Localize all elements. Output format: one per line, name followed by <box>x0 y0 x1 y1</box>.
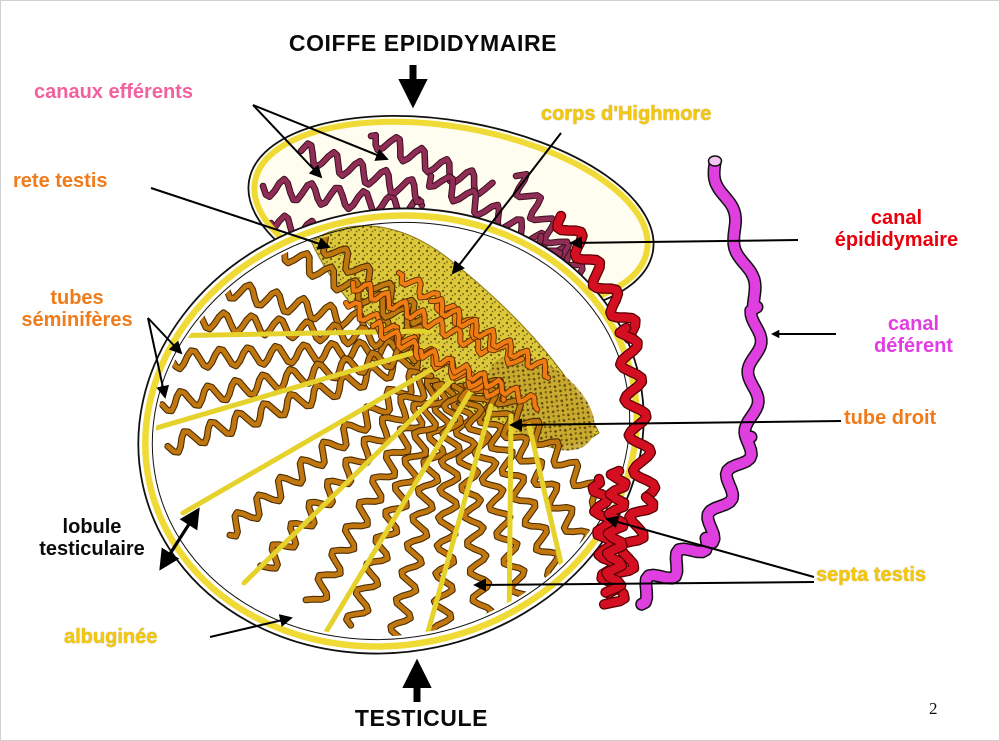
double-arrow-icon <box>159 507 200 571</box>
page-number: 2 <box>929 699 938 718</box>
rete-testis-tubules <box>343 270 552 413</box>
label-canal-epididymaire: canal épididymaire <box>834 207 959 252</box>
epididymal-canal <box>552 210 661 610</box>
pointer-lines <box>147 65 842 702</box>
label-albuginee: albuginée <box>64 626 158 648</box>
label-tube-droit: tube droit <box>844 407 937 429</box>
label-rete-testis: rete testis <box>13 170 108 192</box>
label-coiffe-epididymaire: COIFFE EPIDIDYMAIRE <box>288 30 558 56</box>
label-testicule: TESTICULE <box>354 705 489 731</box>
label-tubes-seminiferes: tubes séminifères <box>21 287 133 332</box>
label-canaux-efferents: canaux efférents <box>34 81 193 103</box>
epididymis-tubules <box>259 131 598 335</box>
albuginea-outline <box>142 212 640 650</box>
label-corps-highmore: corps d'Highmore <box>541 103 712 125</box>
label-lobule-testiculaire: lobule testiculaire <box>39 516 145 561</box>
label-canal-deferent: canal déférent <box>874 313 953 358</box>
label-septa-testis: septa testis <box>816 564 927 586</box>
vas-deferens <box>635 155 768 611</box>
